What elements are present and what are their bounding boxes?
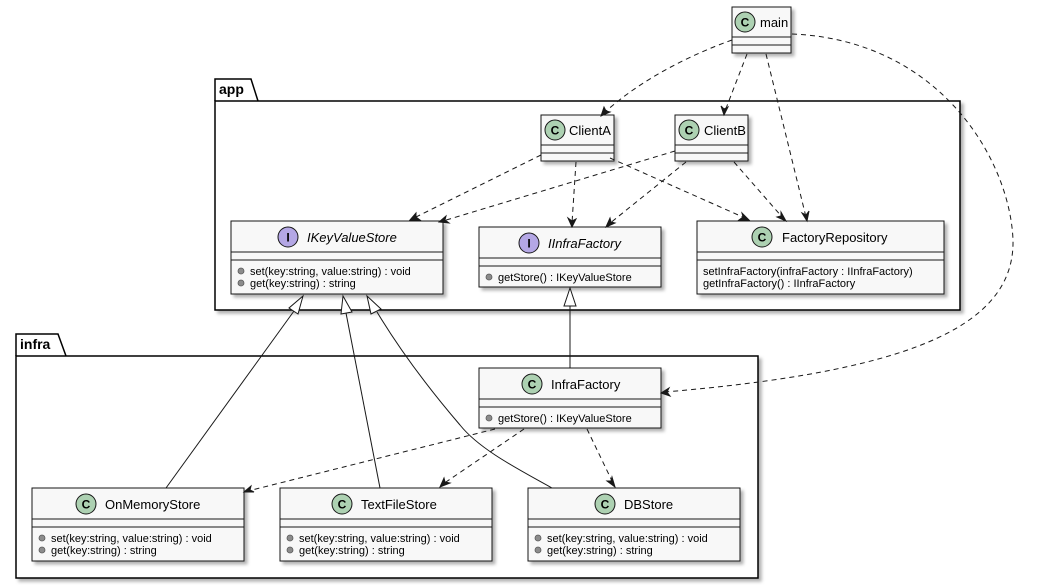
- svg-text:C: C: [685, 124, 694, 138]
- class-stereotype-icon: [734, 11, 756, 33]
- method: get(key:string) : string: [299, 545, 405, 557]
- dependency-clientb-ikeyvaluestore: [437, 150, 676, 224]
- class-name: TextFileStore: [361, 497, 437, 512]
- dependency-main-infrafactory: [659, 33, 1014, 397]
- dependency-clienta-iinfrafactory: [566, 161, 578, 229]
- class-stereotype-icon: [751, 226, 773, 248]
- class-stereotype-icon: [331, 493, 353, 515]
- method: set(key:string, value:string) : void: [51, 533, 212, 545]
- class-onmemorystore[interactable]: C OnMemoryStore set(key:string, value:st…: [31, 487, 245, 562]
- dependency-infrafactory-onmemorystore: [242, 428, 496, 493]
- public-method-icon: [38, 546, 46, 554]
- method: getStore() : IKeyValueStore: [498, 272, 632, 284]
- class-name: ClientA: [569, 123, 611, 138]
- realization-onmemorystore-ikeyvaluestore: [165, 294, 304, 489]
- method: get(key:string) : string: [250, 278, 356, 290]
- method: getStore() : IKeyValueStore: [498, 413, 632, 425]
- class-name: OnMemoryStore: [105, 497, 200, 512]
- method: set(key:string, value:string) : void: [250, 266, 411, 278]
- svg-text:I: I: [527, 237, 530, 251]
- interface-stereotype-icon: [518, 232, 540, 254]
- method: getInfraFactory() : IInfraFactory: [703, 278, 856, 290]
- dependency-clientb-factoryrepository: [733, 161, 788, 223]
- realization-textfilestore-ikeyvaluestore: [340, 294, 381, 489]
- dependency-clienta-ikeyvaluestore: [408, 154, 542, 221]
- interface-name: IKeyValueStore: [307, 230, 397, 245]
- method: set(key:string, value:string) : void: [547, 533, 708, 545]
- class-stereotype-icon: [678, 119, 700, 141]
- svg-text:C: C: [741, 16, 750, 30]
- class-stereotype-icon: [75, 493, 97, 515]
- public-method-icon: [534, 534, 542, 542]
- interface-stereotype-icon: [277, 226, 299, 248]
- svg-text:C: C: [601, 498, 610, 512]
- dependency-main-factoryrepository: [765, 53, 810, 223]
- svg-text:C: C: [551, 124, 560, 138]
- class-name: ClientB: [704, 123, 746, 138]
- public-method-icon: [237, 279, 245, 287]
- method: get(key:string) : string: [547, 545, 653, 557]
- public-method-icon: [485, 414, 493, 422]
- svg-text:I: I: [286, 231, 289, 245]
- public-method-icon: [237, 267, 245, 275]
- public-method-icon: [485, 273, 493, 281]
- dependency-clientb-iinfrafactory: [605, 161, 687, 228]
- class-main[interactable]: C main: [731, 6, 792, 54]
- method: set(key:string, value:string) : void: [299, 533, 460, 545]
- svg-text:C: C: [338, 498, 347, 512]
- method: setInfraFactory(infraFactory : IInfraFac…: [703, 266, 913, 278]
- method: get(key:string) : string: [51, 545, 157, 557]
- dependency-infrafactory-textfilestore: [439, 428, 525, 488]
- class-name: DBStore: [624, 497, 673, 512]
- dependency-clienta-factoryrepository: [609, 157, 751, 221]
- package-app-label: app: [219, 81, 244, 97]
- class-clienta[interactable]: C ClientA: [540, 114, 615, 162]
- public-method-icon: [286, 534, 294, 542]
- class-stereotype-icon: [544, 119, 566, 141]
- public-method-icon: [534, 546, 542, 554]
- class-dbstore[interactable]: C DBStore set(key:string, value:string) …: [527, 487, 741, 562]
- realization-dbstore-ikeyvaluestore: [366, 294, 553, 489]
- svg-text:C: C: [528, 378, 537, 392]
- class-name: FactoryRepository: [782, 230, 888, 245]
- realization-infrafactory-iinfrafactory: [563, 286, 577, 368]
- svg-text:C: C: [82, 498, 91, 512]
- svg-text:C: C: [758, 231, 767, 245]
- class-factoryrepository[interactable]: C FactoryRepository setInfraFactory(infr…: [696, 220, 945, 295]
- dependency-infrafactory-dbstore: [586, 428, 616, 489]
- public-method-icon: [286, 546, 294, 554]
- package-infra-label: infra: [20, 336, 51, 352]
- class-stereotype-icon: [521, 373, 543, 395]
- class-stereotype-icon: [594, 493, 616, 515]
- interface-name: IInfraFactory: [548, 236, 622, 251]
- public-method-icon: [38, 534, 46, 542]
- interface-ikeyvaluestore[interactable]: I IKeyValueStore set(key:string, value:s…: [230, 220, 444, 295]
- dependency-main-clientb: [720, 53, 748, 117]
- class-infrafactory[interactable]: C InfraFactory getStore() : IKeyValueSto…: [478, 367, 662, 429]
- interface-iinfrafactory[interactable]: I IInfraFactory getStore() : IKeyValueSt…: [478, 226, 662, 288]
- class-name: main: [760, 15, 788, 30]
- class-name: InfraFactory: [551, 377, 621, 392]
- dependency-main-clienta: [600, 39, 733, 117]
- class-textfilestore[interactable]: C TextFileStore set(key:string, value:st…: [279, 487, 493, 562]
- class-clientb[interactable]: C ClientB: [674, 114, 749, 162]
